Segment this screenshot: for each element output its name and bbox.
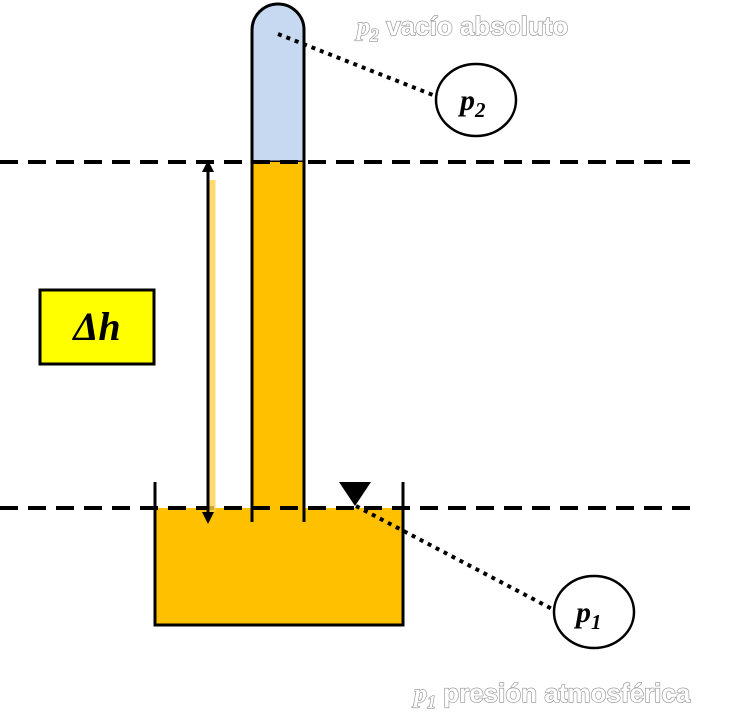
p1-bubble-label: p1 [573,596,602,634]
p2-bubble [434,62,518,138]
bottom-caption: p1 presión atmosférica [412,678,691,712]
p1-leader-line [355,504,557,613]
reservoir-container [153,482,405,627]
delta-h-label-box [38,288,156,366]
reservoir-fluid [155,508,403,625]
p2-leader-line [277,32,439,99]
tube-fluid-column [252,162,304,522]
tube-vacuum [250,2,306,164]
delta-h-label: Δh [71,304,120,349]
p2-bubble-label: p2 [457,84,486,122]
free-surface-marker [339,482,371,506]
top-caption: p2 vacío absoluto [355,11,568,45]
p1-bubble [552,574,636,650]
